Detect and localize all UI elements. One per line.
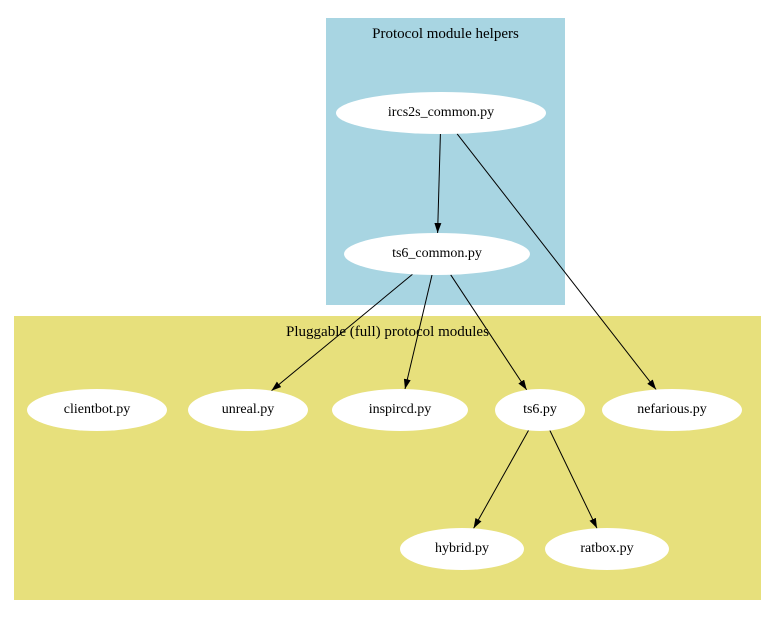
cluster-label-helpers: Protocol module helpers <box>372 26 519 42</box>
cluster-label-protocols: Pluggable (full) protocol modules <box>286 324 489 340</box>
node-unreal: unreal.py <box>188 389 308 431</box>
node-ircs2s_common: ircs2s_common.py <box>336 92 546 134</box>
node-inspircd: inspircd.py <box>332 389 468 431</box>
node-nefarious: nefarious.py <box>602 389 742 431</box>
node-clientbot: clientbot.py <box>27 389 167 431</box>
node-hybrid: hybrid.py <box>400 528 524 570</box>
node-ts6: ts6.py <box>495 389 585 431</box>
node-ts6_common: ts6_common.py <box>344 233 530 275</box>
node-ratbox: ratbox.py <box>545 528 669 570</box>
